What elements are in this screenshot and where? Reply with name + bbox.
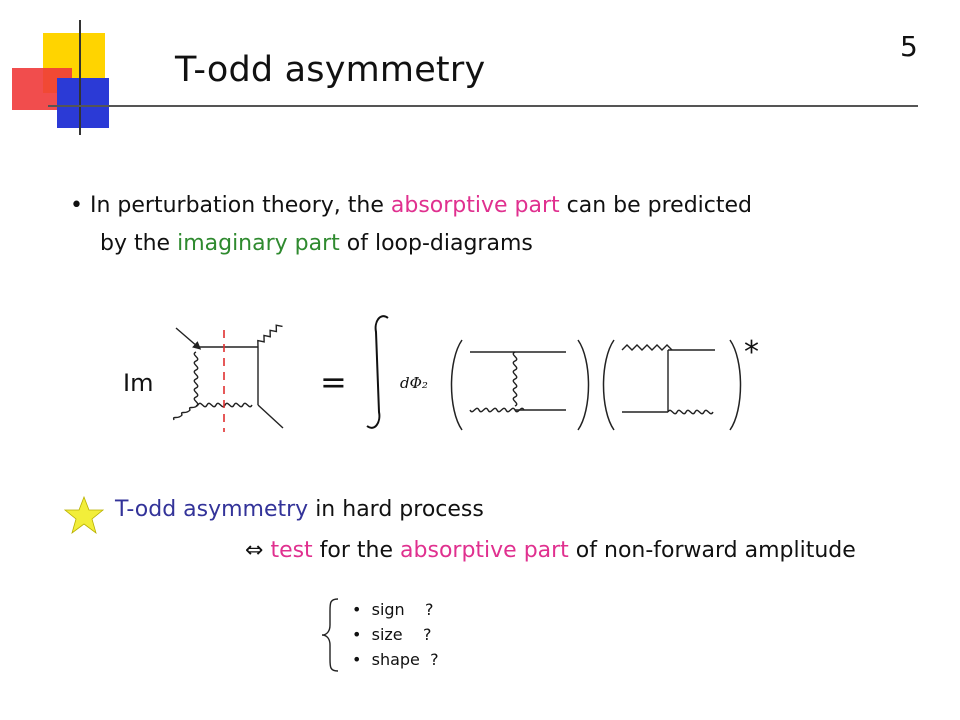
absorptive-part-highlight: absorptive part	[390, 193, 560, 218]
list-item: • size ?	[352, 625, 432, 644]
equals-sign: =	[320, 363, 347, 401]
equivalence-text-a: for the	[312, 538, 401, 563]
absorptive-part-highlight-2: absorptive part	[400, 538, 569, 563]
left-brace	[321, 598, 339, 672]
bullet-line-2: by the imaginary part of loop-diagrams	[100, 231, 533, 256]
star-icon	[64, 496, 104, 534]
bullet-text-d: of loop-diagrams	[339, 231, 533, 256]
logo-vertical-rule	[79, 20, 81, 135]
test-highlight: test	[270, 538, 313, 563]
equivalence-line: ⇔ test for the absorptive part of non-fo…	[245, 538, 856, 563]
questions-list: • sign ? • size ? • shape ?	[352, 597, 439, 672]
equivalence-text-b: of non-forward amplitude	[568, 538, 856, 563]
bullet-text-b: can be predicted	[559, 193, 753, 218]
complex-conjugate-star: *	[744, 335, 759, 370]
tree-diagram-1	[469, 351, 566, 413]
logo-blue-square	[57, 78, 109, 128]
highlight-line: T-odd asymmetry in hard process	[115, 497, 484, 522]
t-odd-asymmetry-highlight: T-odd asymmetry	[115, 497, 309, 522]
page-number: 5	[900, 30, 918, 63]
slide-title: T-odd asymmetry	[175, 50, 486, 90]
title-underline	[48, 105, 918, 107]
bullet-text-c: by the	[100, 231, 178, 256]
bullet-text-a: In perturbation theory, the	[89, 193, 391, 218]
imaginary-part-highlight: imaginary part	[177, 231, 340, 256]
equivalence-symbol: ⇔	[245, 538, 264, 563]
list-item: • shape ?	[352, 650, 439, 669]
integral-sign	[366, 315, 389, 429]
im-label: Im	[123, 369, 154, 397]
bullet-marker: •	[70, 193, 83, 218]
tree-diagram-2	[621, 344, 715, 415]
box-diagram	[172, 324, 284, 432]
bullet-line-1: • In perturbation theory, the absorptive…	[70, 193, 752, 218]
highlight-text: in hard process	[308, 497, 484, 522]
phase-space-measure: dΦ₂	[400, 374, 428, 392]
list-item: • sign ?	[352, 600, 434, 619]
